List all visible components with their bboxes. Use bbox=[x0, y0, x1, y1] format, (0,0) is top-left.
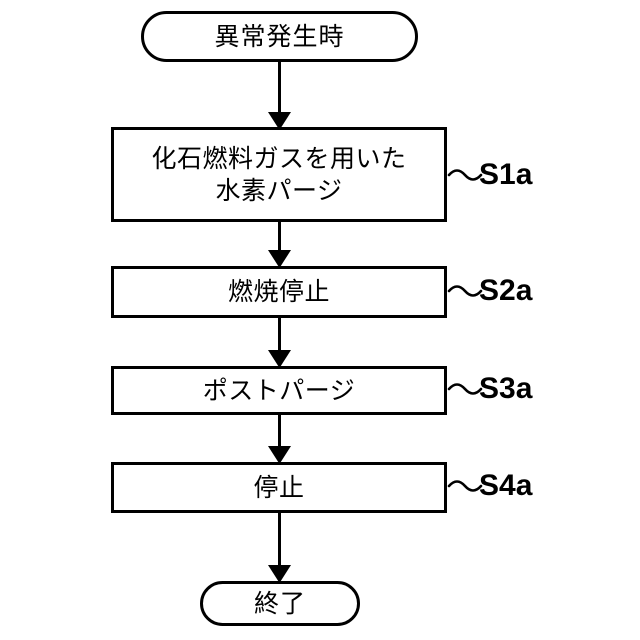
tilde-leader-s4a bbox=[447, 480, 483, 492]
process-box-s2a[interactable] bbox=[111, 266, 447, 318]
process-box-s1a[interactable] bbox=[111, 127, 447, 222]
tilde-leader-s1a bbox=[447, 169, 483, 181]
start-node[interactable] bbox=[141, 11, 418, 62]
process-box-s3a[interactable] bbox=[111, 366, 447, 415]
arrow-step4-to-end bbox=[268, 513, 291, 583]
arrow-step2-to-step3 bbox=[268, 318, 291, 368]
step-label-s2a: S2a bbox=[479, 274, 533, 307]
tilde-leader-s3a bbox=[447, 383, 483, 395]
step-label-s4a: S4a bbox=[479, 469, 533, 502]
step-label-s3a: S3a bbox=[479, 372, 533, 405]
step-label-s1a: S1a bbox=[479, 158, 533, 191]
end-node[interactable] bbox=[200, 581, 360, 626]
arrow-step1-to-step2 bbox=[268, 222, 291, 268]
arrow-step3-to-step4 bbox=[268, 415, 291, 464]
arrow-start-to-step1 bbox=[268, 62, 291, 130]
process-box-s4a[interactable] bbox=[111, 462, 447, 513]
tilde-leader-s2a bbox=[447, 285, 483, 297]
